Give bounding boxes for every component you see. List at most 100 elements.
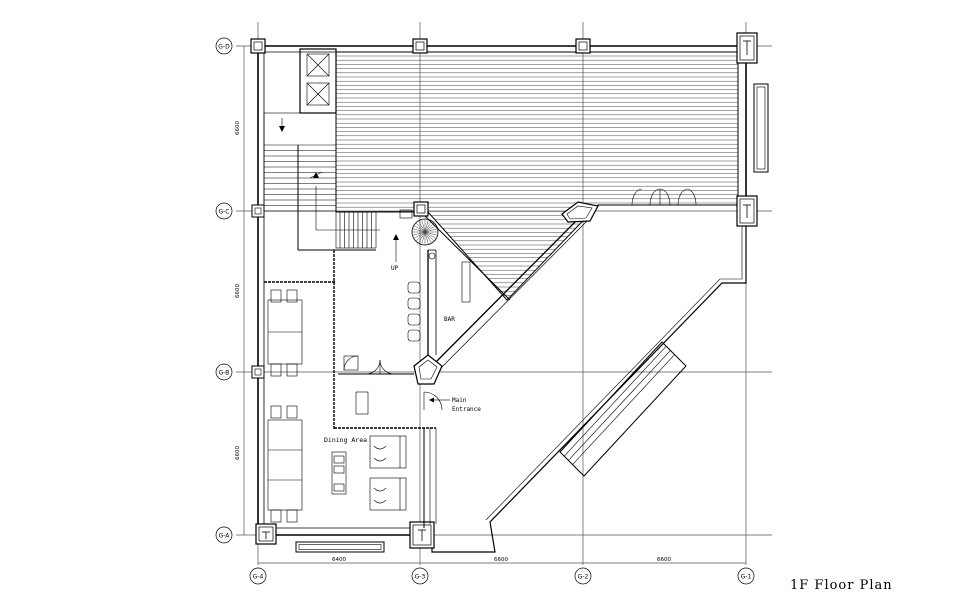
deck-doors [631,188,697,206]
deck-outline [335,51,739,301]
column-g1-gc [736,195,758,227]
spiral-step [424,228,438,233]
column-g2-gc [561,201,599,223]
grid-bubble-g2: G-2 [574,567,592,585]
column-g3-gb [413,354,443,385]
spiral-step [418,220,426,233]
column-g4-gc [251,204,265,218]
spiral-step [415,222,426,233]
dining-chair [270,405,282,419]
spiral-step [424,231,437,239]
elevator-2 [306,82,330,106]
dining-table-center [331,451,347,495]
planter-edge [572,354,675,465]
dining-chair [286,363,298,377]
stair-treads-2 [339,212,372,248]
planter-diagonal [559,341,687,477]
grid-bubble-ga: G-A [215,526,233,544]
dining-table-1 [267,299,303,365]
elevators [299,48,337,114]
drawing-title: 1F Floor Plan [790,578,893,593]
spiral-step [424,231,438,236]
dim-bottom-2: 6600 [494,557,508,563]
deck-hatch [336,55,738,300]
planter-edge [568,350,671,461]
stair-main [263,112,380,251]
dining-chair [286,289,298,303]
dining-chair [270,509,282,523]
main-entrance-label-1: Main [452,397,467,404]
main-entrance-label-2: Entrance [452,406,481,413]
dim-side-3: 6600 [235,446,241,460]
up-arrow-icon [393,234,399,240]
dim-side-2: 6600 [235,284,241,298]
column-g4-gd [250,38,266,54]
spiral-step [412,228,426,233]
dim-bottom-1: 6400 [332,557,346,563]
grid-bubble-gb: G-B [215,363,233,381]
svg-text:G-D: G-D [218,44,230,51]
svg-text:G-A: G-A [219,533,231,540]
dim-bottom-3: 6600 [657,557,671,563]
bar-counter: BAR [407,249,471,355]
main-entrance-door [423,391,443,411]
column-g2-gd [575,38,591,54]
dimension-labels: 6400 6600 6600 6600 6600 6600 [235,121,671,563]
structural-columns [250,32,758,549]
spiral-step [415,231,426,242]
column-g1-gd [736,32,758,64]
dining-area: Dining Area [267,289,407,523]
dining-chair [286,405,298,419]
spiral-step [424,222,435,233]
spiral-step [424,220,432,233]
stair-bar: UP [335,211,399,272]
column-g4-ga [255,523,277,545]
bench-bottom [295,541,385,553]
grid-bubble-g3: G-3 [411,567,429,585]
bench-right [753,83,769,173]
dining-sofa-top [369,435,407,469]
dining-chair [270,363,282,377]
svg-text:G-1: G-1 [741,574,752,581]
dining-chair [270,289,282,303]
bar-stools [407,281,421,342]
column-g3-gd [412,38,428,54]
building-walls [257,45,747,553]
svg-text:G-C: G-C [218,209,229,216]
grid-bubble-g4: G-4 [249,567,267,585]
column-g3-gc [413,201,429,217]
spiral-step [424,225,437,233]
spiral-step [421,219,426,233]
column-g4-gb [251,365,265,379]
stair-treads [264,144,336,206]
spiral-step [424,231,435,242]
elevator-1 [306,53,330,77]
spiral-step [424,219,429,233]
spiral-step [424,231,429,245]
dining-area-label: Dining Area [324,436,367,444]
grid-bubble-gc: G-C [215,202,233,220]
entrance-area: Main Entrance [343,355,481,415]
dining-chairs [270,289,298,523]
dining-table-2 [267,419,303,511]
dining-sofa-bottom [369,477,407,511]
column-g3-ga [409,521,435,549]
spiral-step [412,231,426,236]
bar-label: BAR [444,316,455,323]
interior-walls [264,250,437,528]
column-bubbles: G-4 G-3 G-2 G-1 [249,567,755,585]
stair-arrow-down [279,126,285,132]
spiral-step [413,231,426,239]
grid-bubble-gd: G-D [215,37,233,55]
row-bubbles: G-D G-C G-B G-A [215,37,233,544]
spiral-step [413,225,426,233]
spiral-step [421,231,426,245]
host-stand [355,391,369,415]
svg-text:G-2: G-2 [578,574,589,581]
svg-text:G-4: G-4 [253,574,264,581]
grid-bubble-g1: G-1 [737,567,755,585]
spiral-step [424,231,432,244]
spiral-stair [399,209,439,246]
planter-edge [563,345,667,457]
